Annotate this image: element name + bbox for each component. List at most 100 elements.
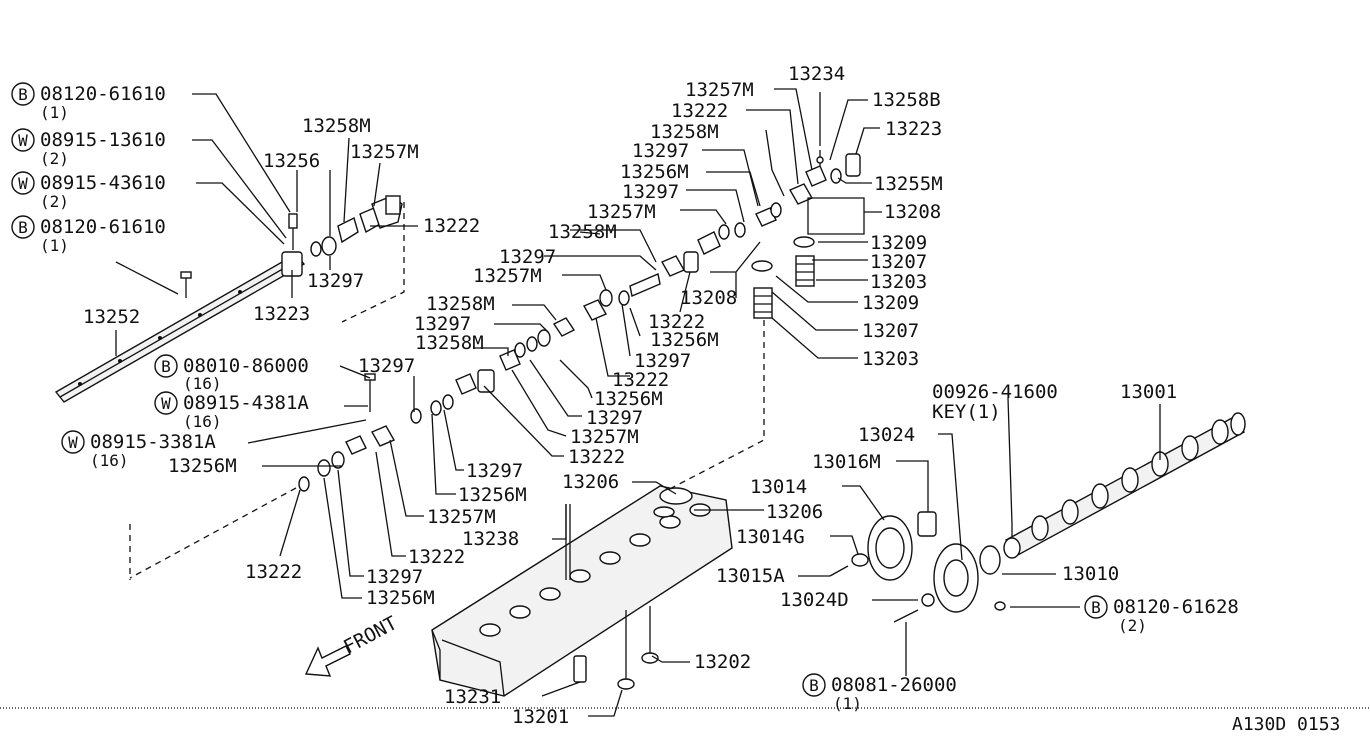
- callout-qty: (1): [40, 236, 69, 255]
- cylinder-head: [431, 485, 733, 697]
- part-label: 13234: [788, 63, 845, 85]
- washer-symbol-icon: [11, 171, 35, 195]
- part-label: 13223: [253, 303, 310, 325]
- part-label: 13258M: [650, 121, 719, 143]
- fastener-symbol: B: [161, 357, 171, 376]
- callout-part-number: 08120-61610: [40, 216, 166, 238]
- part-label: 13209: [870, 232, 927, 254]
- part-label: 13258M: [302, 115, 371, 137]
- callout-part-number: 08120-61628: [1113, 596, 1239, 618]
- part-label: 13222: [648, 311, 705, 333]
- fastener-callout: B 08010-86000 (16): [154, 354, 309, 393]
- part-label: 13024D: [780, 589, 849, 611]
- part-label: 13016M: [812, 451, 881, 473]
- valve-springs: [659, 236, 815, 495]
- fastener-callout: W 08915-3381A (16): [61, 430, 216, 470]
- fastener-callout: B 08120-61610 (1): [11, 82, 166, 122]
- part-label: 13209: [862, 292, 919, 314]
- part-label: 13222: [612, 369, 669, 391]
- part-label: 13297: [414, 313, 471, 335]
- fastener-symbol: B: [18, 218, 28, 237]
- fastener-callout: B 08120-61610 (1): [11, 215, 166, 255]
- fastener-symbol: W: [68, 433, 78, 452]
- part-label: 13207: [870, 251, 927, 273]
- callout-part-number: 08081-26000: [831, 674, 957, 696]
- part-label: 13208: [884, 201, 941, 223]
- part-label: 13222: [423, 215, 480, 237]
- rocker-chain-middle: [129, 317, 576, 580]
- part-label: 13256M: [594, 388, 663, 410]
- bolt-symbol-icon: [11, 215, 35, 239]
- part-label: 13206: [562, 471, 619, 493]
- callout-qty: (2): [1118, 616, 1147, 635]
- bolt-symbol-icon: [1084, 595, 1108, 619]
- part-label: 13255M: [874, 173, 943, 195]
- part-label: 13201: [512, 706, 569, 728]
- part-label: 13297: [307, 270, 364, 292]
- part-label: 13010: [1062, 563, 1119, 585]
- part-label: 13297: [632, 140, 689, 162]
- camshaft-sprocket: [829, 511, 1013, 623]
- rocker-chain-upper: [583, 150, 861, 321]
- fastener-symbol: W: [161, 394, 171, 413]
- part-label: 13256M: [168, 455, 237, 477]
- fastener-symbol: B: [1091, 598, 1101, 617]
- part-label: 13257M: [473, 265, 542, 287]
- part-label: 13222: [408, 546, 465, 568]
- part-label: 13257M: [587, 201, 656, 223]
- part-label: 13203: [862, 348, 919, 370]
- bolt-symbol-icon: [154, 354, 178, 378]
- part-label: 13015A: [716, 565, 785, 587]
- part-label: 13256M: [458, 484, 527, 506]
- part-label: 13257M: [350, 141, 419, 163]
- callout-qty: (2): [40, 149, 69, 168]
- washer-symbol-icon: [11, 128, 35, 152]
- callout-qty: (1): [40, 103, 69, 122]
- part-label: 13252: [83, 306, 140, 328]
- part-label: 13297: [634, 350, 691, 372]
- part-label: 13238: [462, 528, 519, 550]
- part-label: 13222: [568, 446, 625, 468]
- part-label: 13256: [263, 150, 320, 172]
- part-label: 13256M: [650, 329, 719, 351]
- callout-qty: (16): [183, 374, 222, 393]
- reference-code: A130D 0153: [1232, 714, 1340, 735]
- washer-symbol-icon: [154, 391, 178, 415]
- key-label: KEY(1): [932, 401, 1001, 423]
- leader-lines: [115, 88, 1161, 717]
- fastener-symbol: B: [809, 676, 819, 695]
- part-label: 13231: [444, 686, 501, 708]
- part-label: 13258B: [872, 89, 941, 111]
- fastener-symbol: W: [18, 131, 28, 150]
- fastener-symbol: W: [18, 174, 28, 193]
- fastener-callout: W 08915-4381A (16): [154, 391, 309, 431]
- bolt-icon: [364, 373, 376, 412]
- fastener-callout: B 08120-61628 (2): [1084, 595, 1239, 635]
- callout-part-number: 08010-86000: [183, 355, 309, 377]
- part-label: 13297: [622, 181, 679, 203]
- rocker-arm-group-left: [310, 195, 403, 257]
- front-arrow-icon: [304, 645, 351, 677]
- part-label: 13257M: [685, 79, 754, 101]
- part-label: 13203: [870, 271, 927, 293]
- part-label: 13222: [245, 561, 302, 583]
- valves: [573, 606, 659, 690]
- part-label: 13297: [366, 566, 423, 588]
- front-label: FRONT: [340, 612, 401, 658]
- part-label: 13257M: [427, 506, 496, 528]
- callout-part-number: 08120-61610: [40, 83, 166, 105]
- part-label: 13256M: [366, 587, 435, 609]
- rocker-shaft-13252: [54, 253, 306, 403]
- part-label: 13258M: [548, 221, 617, 243]
- callout-qty: (16): [90, 451, 129, 470]
- part-label: 13208: [680, 287, 737, 309]
- part-label: 13297: [586, 407, 643, 429]
- callout-part-number: 08915-13610: [40, 129, 166, 151]
- washer-symbol-icon: [61, 430, 85, 454]
- callout-qty: (2): [40, 192, 69, 211]
- bolt-icon: [180, 271, 192, 298]
- key-part-number: 00926-41600: [932, 381, 1058, 403]
- part-label: 13223: [885, 118, 942, 140]
- part-label: 13297: [358, 355, 415, 377]
- callout-qty: (1): [833, 694, 862, 713]
